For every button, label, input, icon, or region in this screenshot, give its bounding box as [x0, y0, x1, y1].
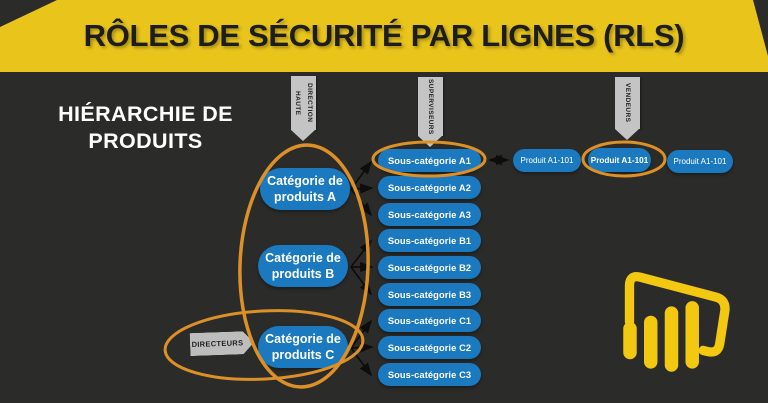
pennant-directeurs: DIRECTEURS	[190, 331, 255, 356]
subcategory-box-c3: Sous-catégorie C3	[378, 363, 481, 386]
subcategory-box-b1: Sous-catégorie B1	[378, 229, 481, 252]
subcategory-box-c2: Sous-catégorie C2	[378, 336, 481, 359]
product-box-2-highlighted: Produit A1-101	[588, 148, 651, 172]
title-banner: RÔLES DE SÉCURITÉ PAR LIGNES (RLS)	[0, 0, 768, 72]
pennant-vendeurs: VENDEURS	[615, 77, 640, 140]
subcategory-box-a2: Sous-catégorie A2	[378, 176, 481, 199]
subcategory-box-a1: Sous-catégorie A1	[378, 149, 481, 172]
power-bi-logo-icon	[623, 272, 730, 372]
subcategory-box-a3: Sous-catégorie A3	[378, 203, 481, 226]
pennant-haute-direction: HAUTE DIRECTION	[291, 76, 316, 141]
subcategory-box-b2: Sous-catégorie B2	[378, 256, 481, 279]
page-title: RÔLES DE SÉCURITÉ PAR LIGNES (RLS)	[83, 18, 685, 53]
hierarchy-heading: HIÉRARCHIE DE PRODUITS	[58, 102, 233, 154]
product-box-3: Produit A1-101	[667, 150, 733, 173]
category-box-a: Catégorie de produits A	[260, 168, 350, 210]
product-box-1: Produit A1-101	[513, 149, 581, 172]
category-box-b: Catégorie de produits B	[258, 245, 348, 287]
subcategory-box-b3: Sous-catégorie B3	[378, 283, 481, 306]
pennant-superviseurs: SUPERVISEURS	[418, 77, 443, 147]
category-box-c: Catégorie de produits C	[258, 326, 348, 368]
subcategory-box-c1: Sous-catégorie C1	[378, 309, 481, 332]
